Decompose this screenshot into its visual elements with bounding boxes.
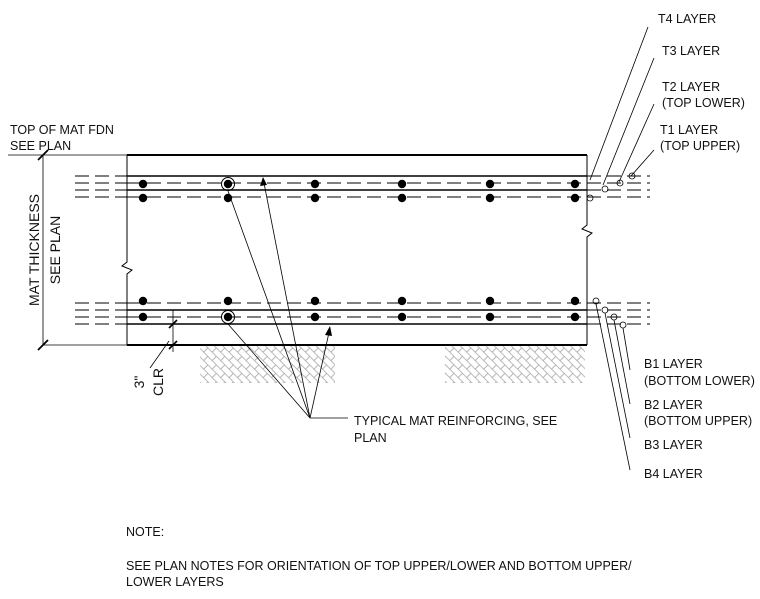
bottom-layer-leaders — [592, 297, 631, 471]
t1-layer-desc: (TOP UPPER) — [660, 139, 740, 153]
b1-layer-label: B1 LAYER — [644, 357, 703, 371]
top-of-mat-see-plan: SEE PLAN — [10, 139, 71, 153]
soil-hatch — [200, 345, 585, 383]
b1-layer-desc: (BOTTOM LOWER) — [644, 374, 755, 388]
t3-layer-label: T3 LAYER — [662, 44, 720, 58]
t1-layer-label: T1 LAYER — [660, 123, 718, 137]
t2-layer-label: T2 LAYER — [662, 80, 720, 94]
top-bars — [75, 175, 650, 198]
b2-layer-desc: (BOTTOM UPPER) — [644, 414, 752, 428]
t2-layer-desc: (TOP LOWER) — [662, 96, 745, 110]
top-layer-leaders — [586, 26, 655, 202]
mat-thickness-see-plan: SEE PLAN — [47, 216, 63, 284]
bottom-bars — [75, 302, 650, 325]
top-of-mat-label: TOP OF MAT FDN — [10, 123, 114, 137]
typical-leaders — [227, 177, 348, 419]
clear-cover-value: 3" — [131, 376, 147, 389]
note-line-1: SEE PLAN NOTES FOR ORIENTATION OF TOP UP… — [126, 559, 632, 573]
b2-layer-label: B2 LAYER — [644, 398, 703, 412]
typical-reinforcing-label: TYPICAL MAT REINFORCING, SEE — [354, 414, 557, 428]
note-heading: NOTE: — [126, 525, 164, 539]
highlight-rings — [221, 177, 235, 324]
mat-thickness-label: MAT THICKNESS — [26, 194, 42, 306]
clear-cover-dimension — [149, 310, 178, 369]
note-line-2: LOWER LAYERS — [126, 575, 224, 589]
b4-layer-label: B4 LAYER — [644, 467, 703, 481]
rebar-dots — [138, 179, 580, 322]
clear-cover-label: CLR — [150, 368, 166, 396]
t4-layer-label: T4 LAYER — [658, 12, 716, 26]
typical-reinforcing-see-plan: PLAN — [354, 431, 387, 445]
leader-arrowheads — [260, 177, 332, 336]
slab-outline — [121, 154, 593, 346]
b3-layer-label: B3 LAYER — [644, 438, 703, 452]
mat-thickness-dimension — [37, 149, 127, 351]
